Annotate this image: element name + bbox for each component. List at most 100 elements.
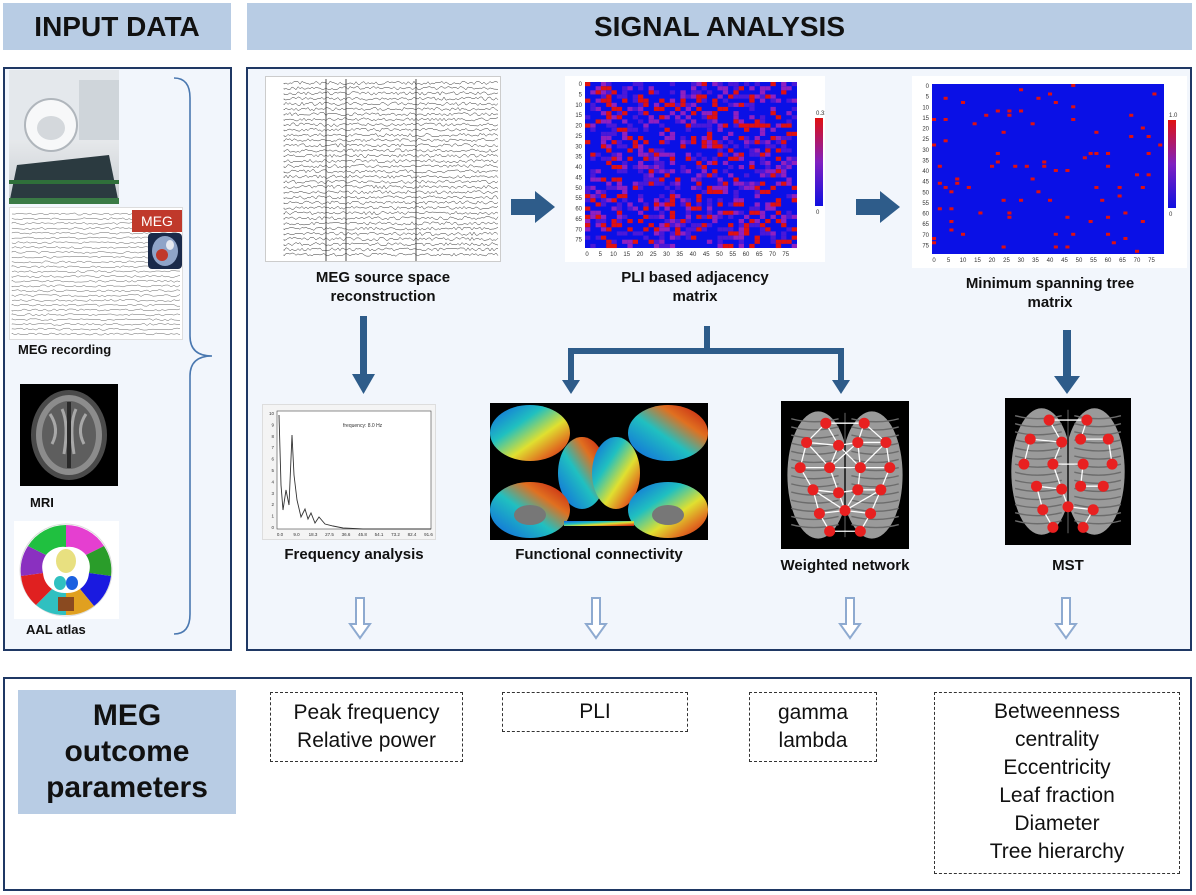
svg-text:30: 30: [663, 252, 670, 258]
functional-connectivity-image: [490, 403, 708, 540]
svg-text:5: 5: [579, 92, 583, 98]
svg-text:4: 4: [271, 479, 274, 484]
mri-image: [20, 384, 118, 486]
svg-text:70: 70: [769, 252, 776, 258]
svg-text:3: 3: [271, 491, 274, 496]
input-data-header: INPUT DATA: [3, 3, 231, 50]
svg-text:9: 9: [271, 422, 274, 427]
svg-text:50: 50: [716, 252, 723, 258]
svg-text:73.2: 73.2: [391, 532, 400, 537]
svg-text:20: 20: [637, 252, 644, 258]
functional-connectivity-label: Functional connectivity: [515, 546, 683, 563]
svg-text:8: 8: [271, 434, 274, 439]
svg-text:25: 25: [650, 252, 657, 258]
svg-text:20: 20: [575, 124, 582, 130]
arrow-right-1: [511, 191, 555, 223]
svg-text:70: 70: [1134, 258, 1141, 264]
mst-matrix-label: Minimum spanning tree matrix: [965, 275, 1135, 311]
meg-sensor-head-icon: [148, 233, 182, 269]
pli-matrix-label: PLI based adjacency matrix: [621, 269, 769, 305]
svg-text:35: 35: [922, 158, 929, 164]
svg-text:65: 65: [756, 252, 763, 258]
svg-text:0.33: 0.33: [816, 111, 825, 117]
arrow-right-2: [856, 191, 900, 223]
frequency-analysis-label: Frequency analysis: [284, 546, 424, 563]
svg-text:65: 65: [575, 217, 582, 223]
svg-text:15: 15: [623, 252, 630, 258]
svg-text:5: 5: [271, 468, 274, 473]
frequency-params-box: Peak frequency Relative power: [270, 692, 463, 762]
svg-text:9.0: 9.0: [293, 532, 300, 537]
svg-text:60: 60: [743, 252, 750, 258]
svg-text:45: 45: [1061, 258, 1068, 264]
svg-text:0: 0: [271, 525, 274, 530]
input-brace: [173, 77, 213, 635]
svg-text:70: 70: [922, 233, 929, 239]
hollow-arrows: [348, 597, 1078, 640]
svg-text:2: 2: [271, 502, 274, 507]
weighted-network-image: [781, 401, 909, 549]
svg-text:45: 45: [922, 180, 929, 186]
mri-label: MRI: [30, 495, 54, 510]
svg-text:0: 0: [932, 258, 936, 264]
meg-recording-traces: MEG: [9, 207, 183, 340]
svg-text:45: 45: [575, 175, 582, 181]
svg-text:20: 20: [922, 127, 929, 133]
outcome-title-box: MEG outcome parameters: [18, 690, 236, 814]
svg-text:55: 55: [575, 196, 582, 202]
svg-text:91.6: 91.6: [424, 532, 433, 537]
svg-text:5: 5: [926, 95, 930, 101]
svg-text:50: 50: [575, 186, 582, 192]
svg-text:40: 40: [690, 252, 697, 258]
mst-brain-image: [1005, 398, 1131, 545]
svg-text:75: 75: [1148, 258, 1155, 264]
svg-text:35: 35: [1032, 258, 1039, 264]
svg-text:75: 75: [782, 252, 789, 258]
svg-text:55: 55: [729, 252, 736, 258]
svg-text:7: 7: [271, 445, 274, 450]
svg-text:45: 45: [703, 252, 710, 258]
pli-params-box: PLI: [502, 692, 688, 732]
meg-badge: MEG: [132, 210, 182, 232]
signal-analysis-header: SIGNAL ANALYSIS: [247, 3, 1192, 50]
svg-text:6: 6: [271, 457, 274, 462]
svg-text:50: 50: [922, 190, 929, 196]
svg-text:30: 30: [922, 148, 929, 154]
svg-text:55: 55: [922, 201, 929, 207]
svg-text:0: 0: [585, 252, 589, 258]
svg-text:1.0: 1.0: [1169, 113, 1178, 119]
weighted-network-label: Weighted network: [780, 557, 910, 574]
svg-text:70: 70: [575, 227, 582, 233]
aal-atlas-image: [14, 521, 119, 619]
svg-text:15: 15: [575, 113, 582, 119]
svg-text:25: 25: [575, 134, 582, 140]
svg-text:20: 20: [989, 258, 996, 264]
svg-text:0: 0: [1169, 212, 1173, 218]
svg-text:75: 75: [922, 243, 929, 249]
svg-text:10: 10: [960, 258, 967, 264]
svg-text:0: 0: [579, 82, 583, 88]
svg-text:75: 75: [575, 238, 582, 244]
svg-text:45.8: 45.8: [358, 532, 367, 537]
meg-source-reconstruction-label: MEG source space reconstruction: [315, 269, 451, 305]
flow-connectors: [352, 316, 1080, 394]
svg-text:1: 1: [271, 514, 274, 519]
svg-text:82.4: 82.4: [408, 532, 417, 537]
svg-text:10: 10: [922, 105, 929, 111]
svg-text:0: 0: [816, 210, 820, 216]
network-params-box: gamma lambda: [749, 692, 877, 762]
mst-params-box: Betweenness centrality Eccentricity Leaf…: [934, 692, 1180, 874]
svg-text:18.3: 18.3: [309, 532, 318, 537]
svg-text:50: 50: [1076, 258, 1083, 264]
svg-text:30: 30: [1018, 258, 1025, 264]
svg-text:27.5: 27.5: [325, 532, 334, 537]
svg-text:frequency: 8.0 Hz: frequency: 8.0 Hz: [343, 423, 383, 429]
svg-text:0: 0: [926, 84, 930, 90]
meg-source-timeseries: [265, 76, 501, 262]
svg-text:0.0: 0.0: [277, 532, 284, 537]
aal-atlas-label: AAL atlas: [26, 622, 86, 637]
svg-text:10: 10: [575, 103, 582, 109]
